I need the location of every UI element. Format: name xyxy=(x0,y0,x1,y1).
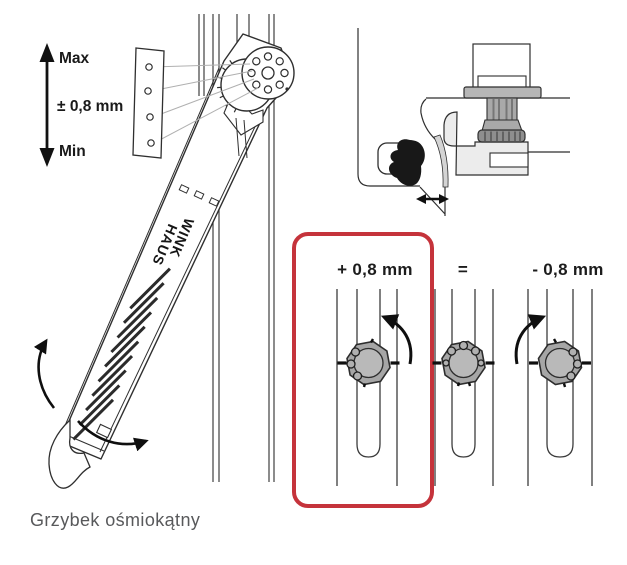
espagnolette-illustration: Max ± 0,8 mm Min WINK HAUS xyxy=(33,14,295,489)
cam-position-plus xyxy=(336,289,413,486)
gap-arrow-icon xyxy=(416,194,449,204)
curved-arrow-right-icon xyxy=(77,420,149,452)
mushroom-cam-section xyxy=(463,86,542,143)
plate-holes xyxy=(144,63,155,147)
arm-hook xyxy=(48,418,113,489)
gasket xyxy=(377,134,449,188)
octagonal-cam xyxy=(432,340,495,387)
cam-holes xyxy=(346,347,363,381)
curved-arrow-ccw-icon xyxy=(380,314,413,365)
range-label: ± 0,8 mm xyxy=(57,98,123,115)
frame-cross-section xyxy=(357,28,570,216)
position-label-equal: = xyxy=(458,260,468,279)
caption: Grzybek ośmiokątny xyxy=(30,510,201,530)
swing-arrows xyxy=(33,338,149,452)
adjustment-plate xyxy=(132,47,165,159)
octagonal-cam xyxy=(529,338,591,388)
cam-positions-diagram: + 0,8 mm = - 0,8 mm xyxy=(292,232,603,508)
cam-position-minus xyxy=(514,289,593,486)
frame-profile xyxy=(357,28,446,216)
range-indicator: Max ± 0,8 mm Min xyxy=(39,43,123,167)
octagonal-cam-head xyxy=(217,46,295,113)
grip-hatching xyxy=(72,267,171,441)
cam-position-neutral xyxy=(432,289,495,486)
position-label-plus: + 0,8 mm xyxy=(337,260,413,279)
cam-teeth xyxy=(484,131,521,141)
leader-lines xyxy=(150,63,259,144)
position-label-minus: - 0,8 mm xyxy=(532,260,603,279)
cam-holes xyxy=(247,52,289,94)
highlight-box xyxy=(292,232,434,508)
min-label: Min xyxy=(59,143,86,160)
octagonal-cam xyxy=(337,338,400,388)
cam-holes xyxy=(442,340,485,367)
cam-holes xyxy=(566,347,583,381)
curved-arrow-up-icon xyxy=(33,338,56,409)
sash-profile xyxy=(426,43,570,99)
rails xyxy=(434,289,494,486)
cam-keeper xyxy=(443,111,570,176)
curved-arrow-cw-icon xyxy=(514,314,547,365)
up-down-arrow-icon xyxy=(39,43,55,167)
max-label: Max xyxy=(59,50,90,67)
arm-notches xyxy=(178,184,220,207)
